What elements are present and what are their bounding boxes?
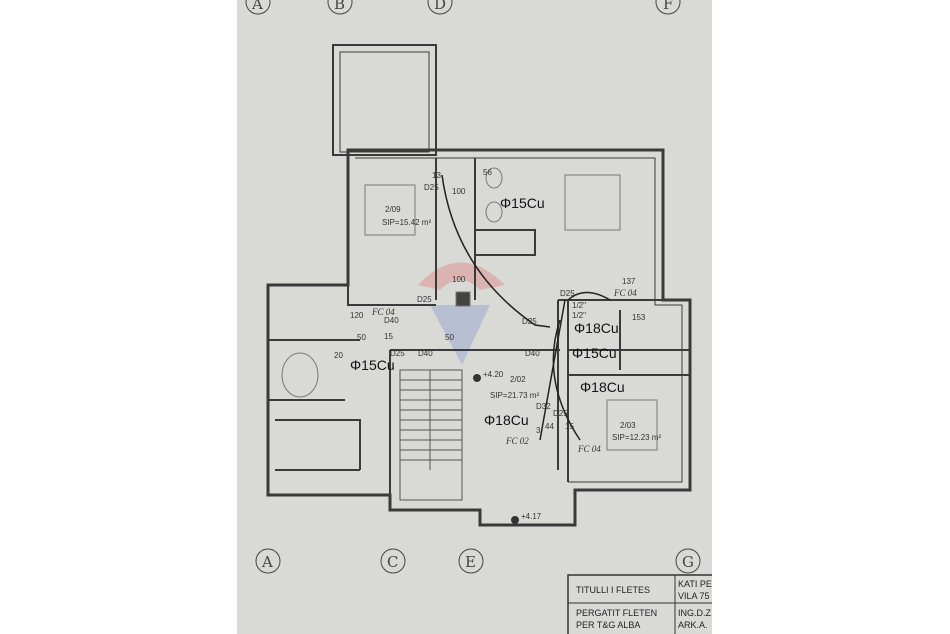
room-code: 2/03 (620, 421, 636, 430)
fan-coil-labels: FC 04 FC 04 FC 04 FC 02 (371, 288, 637, 454)
label: 56 (483, 168, 492, 177)
prepared-label: PER T&G ALBA (576, 620, 640, 630)
grid-label: A (251, 0, 263, 13)
pipe-label: Φ18Cu (484, 412, 529, 428)
grid-label: G (682, 553, 694, 571)
label: D25 (424, 183, 439, 192)
staircase (399, 369, 463, 501)
grid-label: C (387, 553, 398, 571)
label: 100 (452, 187, 466, 196)
label: D40 (525, 349, 540, 358)
label: D25 (553, 409, 568, 418)
label: 137 (622, 277, 636, 286)
prepared-label: PERGATIT FLETEN (576, 608, 657, 618)
page-margin (712, 0, 950, 634)
room-code: 2/09 (385, 205, 401, 214)
grid-label: D (434, 0, 446, 13)
title-value: VILA 75 (678, 591, 710, 601)
label: 50 (357, 333, 366, 342)
dimension-labels: 13 100 100 137 153 D25 D25 D25 D25 D25 D… (334, 168, 646, 435)
label: 120 (350, 311, 364, 320)
prepared-value: ARK.A. (678, 620, 708, 630)
label: D25 (390, 349, 405, 358)
pipe-label: Φ18Cu (580, 379, 625, 395)
label: 100 (452, 275, 466, 284)
pipe-label: Φ18Cu (574, 320, 619, 336)
label: D25 (417, 295, 432, 304)
label: +4.20 (483, 370, 504, 379)
label: 44 (545, 422, 554, 431)
grid-label: F (663, 0, 673, 13)
title-block: TITULLI I FLETES KATI PE VILA 75 PERGATI… (567, 574, 719, 634)
title-value: KATI PE (678, 579, 712, 589)
label: 15 (384, 332, 393, 341)
label: 1/2" (572, 311, 586, 320)
room-area: SIP=15.42 m² (382, 218, 431, 227)
pipe-label: Φ15Cu (350, 357, 395, 373)
label: 153 (632, 313, 646, 322)
grid-labels-top: A B D F (245, 0, 681, 15)
furniture (281, 167, 658, 451)
label: 50 (445, 333, 454, 342)
label: D25 (560, 289, 575, 298)
label: FC 04 (371, 307, 395, 317)
pipe-runs (441, 174, 611, 441)
label: 20 (334, 351, 343, 360)
label: +4.17 (521, 512, 542, 521)
grid-label: B (334, 0, 345, 13)
title-label: TITULLI I FLETES (576, 585, 650, 595)
grid-labels-bottom: A C E G (255, 548, 701, 574)
watermark-logo (418, 262, 505, 365)
room-code: 2/02 (510, 375, 526, 384)
prepared-value: ING.D.Z (678, 608, 712, 618)
level-markers: +4.20 +4.17 (473, 370, 542, 524)
label: 15 (565, 422, 574, 431)
label: FC 04 (577, 444, 601, 454)
pipe-label: Φ15Cu (572, 345, 617, 361)
room-area: SIP=21.73 m² (490, 391, 539, 400)
label: 3 (536, 426, 541, 435)
label: D40 (384, 316, 399, 325)
pipe-label: Φ15Cu (500, 195, 545, 211)
label: D32 (536, 402, 551, 411)
grid-label: E (465, 553, 476, 571)
label: FC 02 (505, 436, 529, 446)
label: 1/2" (572, 301, 586, 310)
floor-plan-sheet (237, 0, 713, 634)
grid-label: A (261, 553, 273, 571)
label: D25 (522, 317, 537, 326)
label: 13 (432, 171, 441, 180)
room-area: SIP=12.23 m² (612, 433, 661, 442)
label: D40 (418, 349, 433, 358)
label: FC 04 (613, 288, 637, 298)
